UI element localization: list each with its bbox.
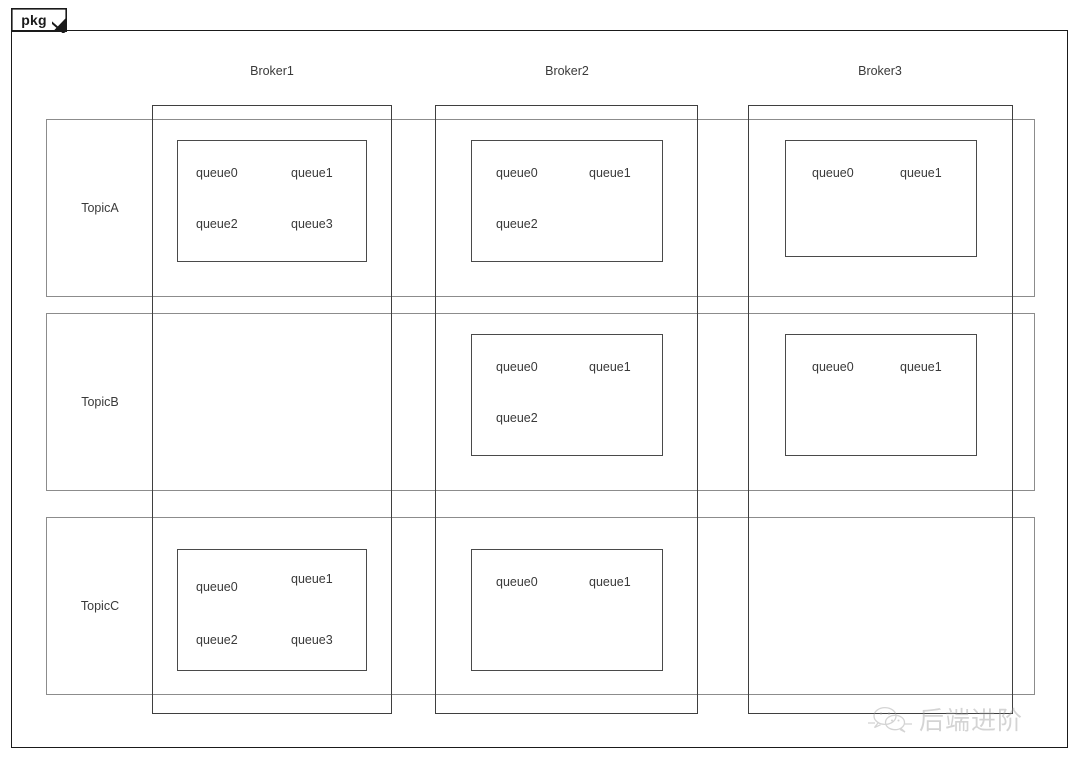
queue-label-queue2[interactable]: queue2 xyxy=(196,633,238,647)
topic-label-topicb: TopicB xyxy=(81,395,119,409)
broker-lane-broker3[interactable] xyxy=(748,105,1013,714)
package-tab: pkg xyxy=(11,8,67,32)
queue-box-topicc-broker1[interactable]: queue0 queue1 queue2 queue3 xyxy=(177,549,367,671)
queue-box-topica-broker1[interactable]: queue0 queue1 queue2 queue3 xyxy=(177,140,367,262)
queue-label-queue2[interactable]: queue2 xyxy=(496,217,538,231)
queue-label-queue0[interactable]: queue0 xyxy=(196,580,238,594)
broker-header-broker3: Broker3 xyxy=(858,64,902,78)
package-tab-label: pkg xyxy=(21,12,47,28)
queue-label-queue0[interactable]: queue0 xyxy=(496,166,538,180)
queue-box-topicb-broker3[interactable]: queue0 queue1 xyxy=(785,334,977,456)
topic-row-topica[interactable]: TopicA xyxy=(46,119,1035,297)
wechat-icon xyxy=(868,705,914,735)
topic-row-topicc[interactable]: TopicC xyxy=(46,517,1035,695)
broker-header-broker1: Broker1 xyxy=(250,64,294,78)
watermark-text: 后端进阶 xyxy=(919,705,1024,735)
queue-label-queue1[interactable]: queue1 xyxy=(589,166,631,180)
broker-header-broker2: Broker2 xyxy=(545,64,589,78)
topic-label-topicc: TopicC xyxy=(80,599,120,613)
package-frame xyxy=(11,30,1068,748)
queue-label-queue2[interactable]: queue2 xyxy=(496,411,538,425)
topic-label-topica: TopicA xyxy=(81,201,119,215)
queue-box-topica-broker2[interactable]: queue0 queue1 queue2 xyxy=(471,140,663,262)
queue-label-queue0[interactable]: queue0 xyxy=(496,575,538,589)
queue-box-topica-broker3[interactable]: queue0 queue1 xyxy=(785,140,977,257)
broker-lane-broker2[interactable] xyxy=(435,105,698,714)
queue-label-queue0[interactable]: queue0 xyxy=(496,360,538,374)
broker-lane-broker1[interactable] xyxy=(152,105,392,714)
queue-label-queue0[interactable]: queue0 xyxy=(196,166,238,180)
queue-label-queue3[interactable]: queue3 xyxy=(291,217,333,231)
queue-label-queue1[interactable]: queue1 xyxy=(291,166,333,180)
queue-label-queue3[interactable]: queue3 xyxy=(291,633,333,647)
topic-row-topicb[interactable]: TopicB xyxy=(46,313,1035,491)
queue-label-queue0[interactable]: queue0 xyxy=(812,360,854,374)
queue-label-queue1[interactable]: queue1 xyxy=(589,575,631,589)
queue-label-queue2[interactable]: queue2 xyxy=(196,217,238,231)
queue-label-queue1[interactable]: queue1 xyxy=(589,360,631,374)
queue-box-topicc-broker2[interactable]: queue0 queue1 xyxy=(471,549,663,671)
queue-label-queue1[interactable]: queue1 xyxy=(291,572,333,586)
queue-label-queue0[interactable]: queue0 xyxy=(812,166,854,180)
queue-box-topicb-broker2[interactable]: queue0 queue1 queue2 xyxy=(471,334,663,456)
queue-label-queue1[interactable]: queue1 xyxy=(900,166,942,180)
watermark: 后端进阶 xyxy=(868,700,1068,740)
queue-label-queue1[interactable]: queue1 xyxy=(900,360,942,374)
